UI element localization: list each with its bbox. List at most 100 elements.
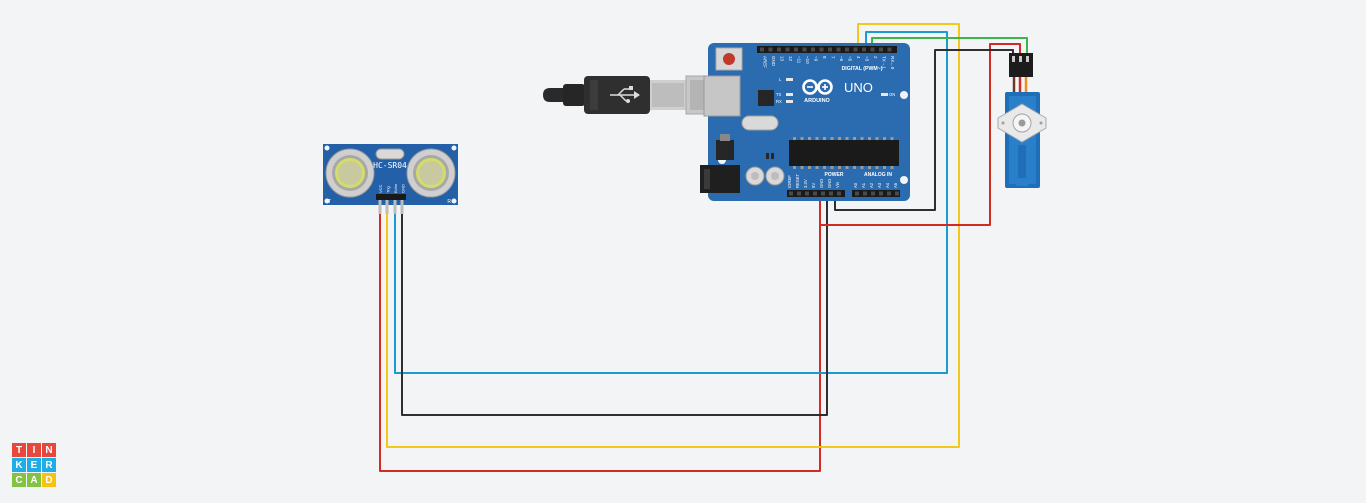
analog-pin[interactable] xyxy=(863,191,867,196)
chip-leg xyxy=(883,137,886,140)
digital-pin-label: TX→1 xyxy=(882,56,887,69)
atmega-chip xyxy=(789,140,899,166)
power-pin-label: RESET xyxy=(795,174,800,188)
digital-pin-label: ~11 xyxy=(797,56,802,64)
analog-pin[interactable] xyxy=(879,191,883,196)
analog-pin-label: A1 xyxy=(861,182,866,188)
digital-pin-label: GND xyxy=(771,56,776,67)
analog-pin[interactable] xyxy=(871,191,875,196)
digital-pin[interactable] xyxy=(879,47,883,52)
digital-pin-label: 4 xyxy=(856,56,861,59)
logo-letter: K xyxy=(12,458,26,472)
digital-pin-label: 8 xyxy=(822,56,827,59)
servo-horn[interactable] xyxy=(997,103,1047,143)
digital-pin[interactable] xyxy=(836,47,841,52)
digital-pin-label: ~10 xyxy=(805,56,810,64)
mounting-hole xyxy=(900,91,908,99)
wire-red-servo-power[interactable] xyxy=(819,43,1021,226)
reset-button[interactable] xyxy=(723,53,735,65)
digital-pin-label: 13 xyxy=(780,56,785,62)
digital-pin[interactable] xyxy=(811,47,815,52)
micro-servo-motor[interactable] xyxy=(997,53,1047,188)
logo-letter: D xyxy=(42,473,56,487)
logo-letter: I xyxy=(27,443,41,457)
wire-yellow-trig[interactable] xyxy=(386,23,960,448)
digital-pin-label: 2 xyxy=(873,56,878,59)
chip-leg xyxy=(838,166,841,169)
led-label-l: L xyxy=(779,77,782,82)
wire-black-servo-ground[interactable] xyxy=(834,49,1014,211)
analog-pin-label: A0 xyxy=(853,182,858,188)
chip-leg xyxy=(890,166,894,169)
logo-letter: E xyxy=(27,458,41,472)
chip-leg xyxy=(845,166,849,169)
analog-pin[interactable] xyxy=(895,191,899,196)
digital-pin[interactable] xyxy=(862,47,866,52)
power-pin[interactable] xyxy=(813,191,817,196)
digital-pin[interactable] xyxy=(819,47,824,52)
digital-header[interactable] xyxy=(757,46,897,53)
digital-pin[interactable] xyxy=(802,47,807,52)
chip-leg xyxy=(853,166,856,169)
power-pin[interactable] xyxy=(837,191,841,196)
power-pin[interactable] xyxy=(829,191,833,196)
digital-pin[interactable] xyxy=(828,47,832,52)
arduino-brand: ARDUINO xyxy=(804,98,830,104)
digital-pin[interactable] xyxy=(853,47,858,52)
sensor-pin-label: VCC xyxy=(378,184,383,193)
power-pin-label: 3.3V xyxy=(803,179,808,188)
usb-icon xyxy=(610,86,640,103)
sensor-pin-label: GND xyxy=(401,184,406,193)
digital-pin-label: ~6 xyxy=(839,56,844,62)
power-pin[interactable] xyxy=(789,191,793,196)
digital-pin[interactable] xyxy=(887,47,892,52)
digital-pin[interactable] xyxy=(768,47,773,52)
chip-leg xyxy=(815,166,819,169)
chip-leg xyxy=(830,137,834,140)
chip-leg xyxy=(868,166,871,169)
digital-pin[interactable] xyxy=(794,47,798,52)
ultrasonic-transducer-left xyxy=(325,148,375,198)
analog-pin[interactable] xyxy=(855,191,859,196)
wire-red-vcc[interactable] xyxy=(379,193,821,472)
chip-leg xyxy=(823,166,826,169)
chip-leg xyxy=(808,137,811,140)
digital-pin[interactable] xyxy=(777,47,781,52)
analog-header[interactable] xyxy=(852,190,900,197)
logo-letter: T xyxy=(12,443,26,457)
usb-chip xyxy=(758,90,774,106)
chip-leg xyxy=(823,137,826,140)
power-pin[interactable] xyxy=(805,191,809,196)
digital-pin[interactable] xyxy=(785,47,790,52)
power-pin-label: GND xyxy=(819,179,824,188)
sensor-pin-label: Echo xyxy=(393,183,398,193)
wire-black-gnd[interactable] xyxy=(401,193,828,416)
sensor-pins[interactable] xyxy=(378,200,404,214)
analog-pin[interactable] xyxy=(887,191,891,196)
logo-letter: N xyxy=(42,443,56,457)
digital-header-label: DIGITAL (PWM~) xyxy=(842,66,883,72)
digital-pin[interactable] xyxy=(845,47,849,52)
tinkercad-logo[interactable]: T I N K E R C A D xyxy=(12,443,56,487)
chip-leg xyxy=(890,137,894,140)
power-pin[interactable] xyxy=(821,191,825,196)
led-label-on: ON xyxy=(889,92,895,97)
ultrasonic-transducer-right xyxy=(406,148,456,198)
chip-leg xyxy=(793,137,796,140)
digital-pin-label: 7 xyxy=(831,56,836,59)
sensor-pin-label: Trig xyxy=(386,186,391,193)
chip-leg xyxy=(875,137,879,140)
digital-pin[interactable] xyxy=(760,47,764,52)
arduino-logo-icon xyxy=(802,79,833,95)
chip-leg xyxy=(860,166,864,169)
digital-pin[interactable] xyxy=(870,47,875,52)
chip-leg xyxy=(830,166,834,169)
power-pin[interactable] xyxy=(797,191,801,196)
voltage-regulator xyxy=(716,140,734,160)
digital-pin-label: 12 xyxy=(788,56,793,62)
wire-blue-echo[interactable] xyxy=(394,31,948,374)
